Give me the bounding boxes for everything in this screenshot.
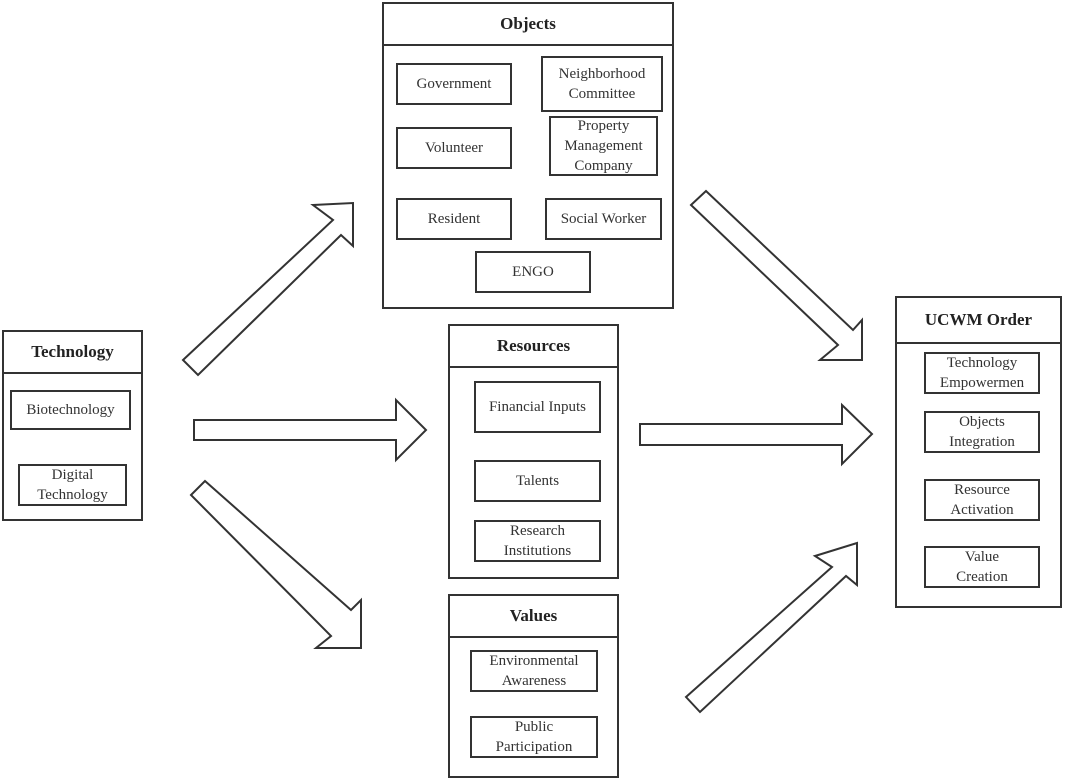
ucwm-order-group: UCWM Order Technology Empowermen Objects…: [895, 296, 1062, 608]
talents-box: Talents: [474, 460, 601, 502]
biotechnology-box: Biotechnology: [10, 390, 131, 430]
objects-title: Objects: [384, 4, 672, 46]
social-worker-box: Social Worker: [545, 198, 662, 240]
objects-integration-box: Objects Integration: [924, 411, 1040, 453]
values-group: Values Environmental Awareness Public Pa…: [448, 594, 619, 778]
values-title: Values: [450, 596, 617, 638]
technology-empowerment-box: Technology Empowermen: [924, 352, 1040, 394]
digital-technology-box: Digital Technology: [18, 464, 127, 506]
resident-box: Resident: [396, 198, 512, 240]
volunteer-box: Volunteer: [396, 127, 512, 169]
arrow-values-to-ucwm: [684, 541, 858, 714]
arrow-technology-to-resources: [193, 397, 428, 463]
technology-group: Technology Biotechnology Digital Technol…: [2, 330, 143, 521]
objects-group: Objects Government Neighborhood Committe…: [382, 2, 674, 309]
arrow-resources-to-ucwm: [639, 402, 874, 467]
technology-title: Technology: [4, 332, 141, 374]
environmental-awareness-box: Environmental Awareness: [470, 650, 598, 692]
property-management-company-box: Property Management Company: [549, 116, 658, 176]
government-box: Government: [396, 63, 512, 105]
public-participation-box: Public Participation: [470, 716, 598, 758]
arrow-technology-to-objects: [181, 201, 354, 377]
arrow-objects-to-ucwm: [689, 189, 863, 361]
ucwm-order-title: UCWM Order: [897, 298, 1060, 344]
engo-box: ENGO: [475, 251, 591, 293]
resources-group: Resources Financial Inputs Talents Resea…: [448, 324, 619, 579]
research-institutions-box: Research Institutions: [474, 520, 601, 562]
resource-activation-box: Resource Activation: [924, 479, 1040, 521]
arrow-technology-to-values: [189, 479, 362, 649]
neighborhood-committee-box: Neighborhood Committee: [541, 56, 663, 112]
financial-inputs-box: Financial Inputs: [474, 381, 601, 433]
resources-title: Resources: [450, 326, 617, 368]
value-creation-box: Value Creation: [924, 546, 1040, 588]
